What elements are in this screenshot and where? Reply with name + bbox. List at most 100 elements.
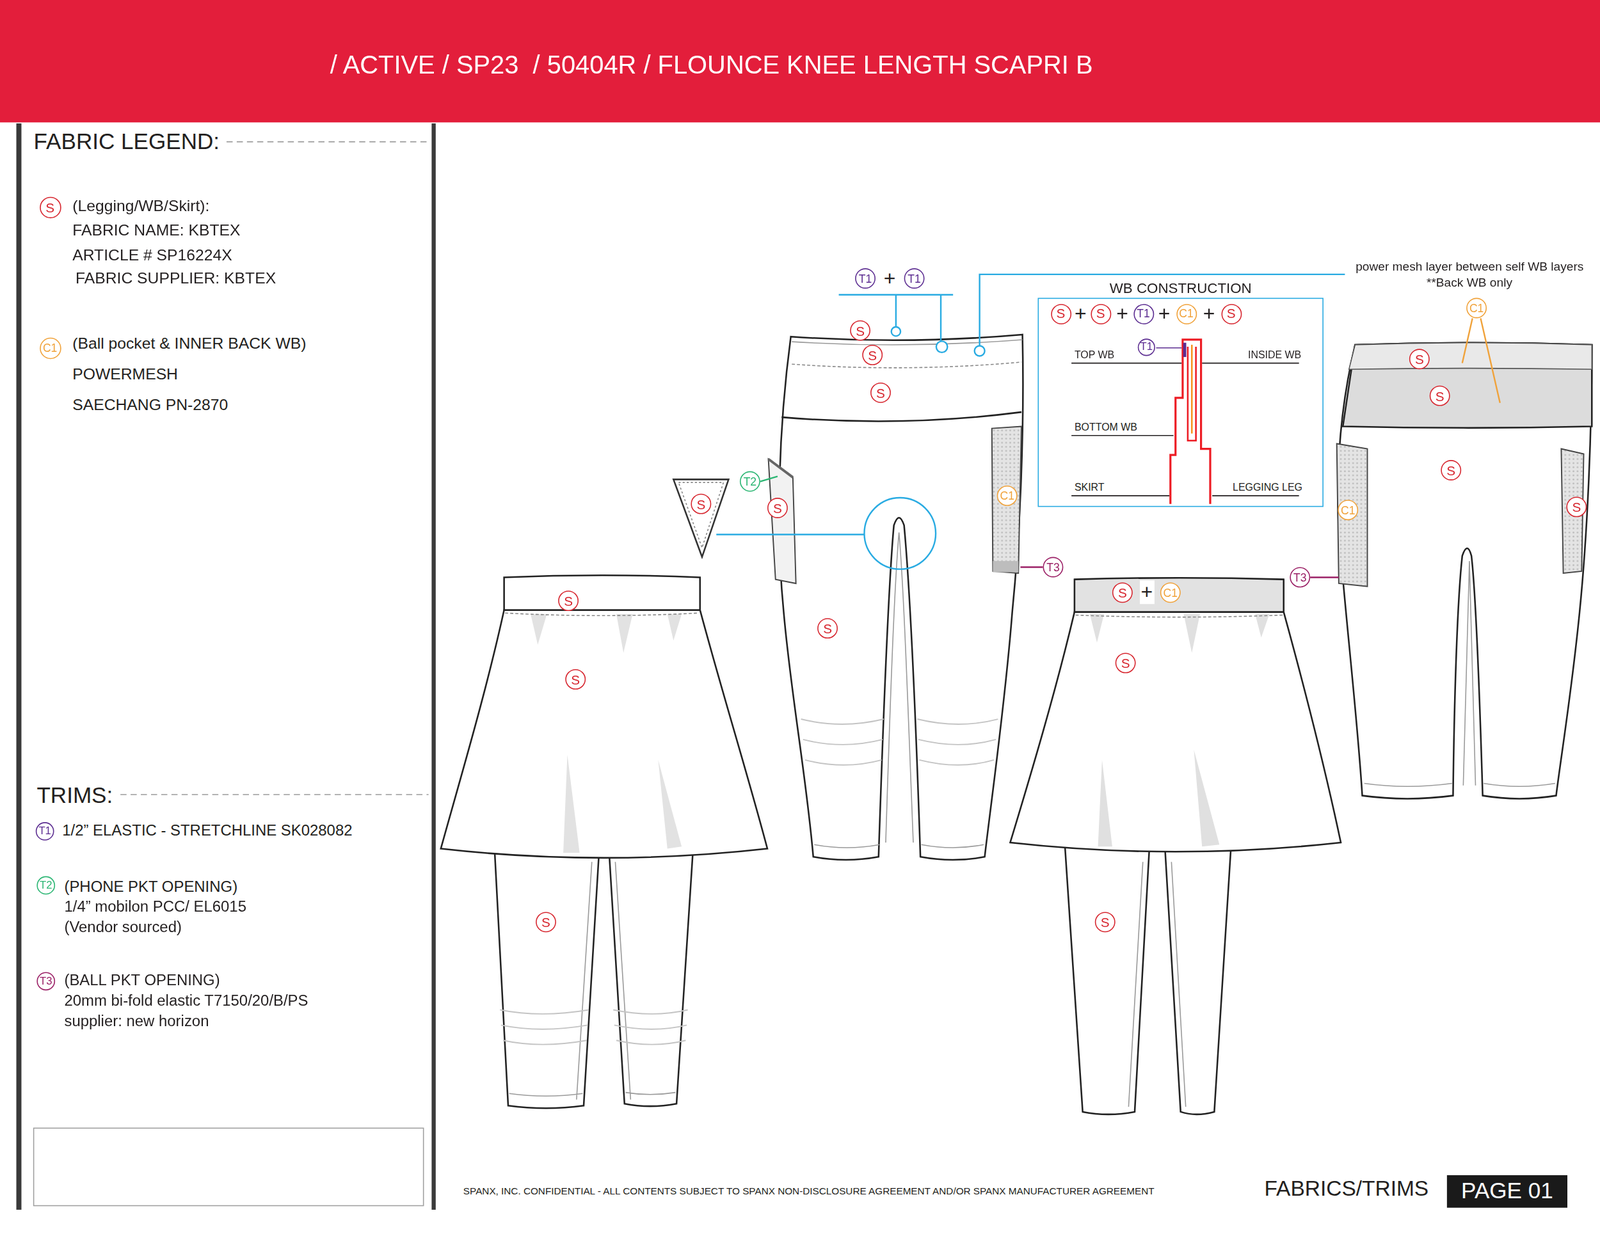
pocket-elastic [992,561,1019,573]
callout-symbol: S [1112,582,1133,603]
callout-code: S [855,323,865,338]
point-marker [974,346,985,357]
pocket-binding [768,458,793,478]
callout-code: C1 [999,490,1014,502]
leader-line [760,476,778,482]
callout-symbol: S [817,618,838,639]
callout-symbol: S [1050,303,1071,324]
callout-code: S [45,200,55,214]
stitch-line [791,362,1022,368]
callout-symbol: T2 [739,471,761,493]
trim-text: supplier: new horizon [63,1012,210,1031]
callout-symbol: S [1429,385,1451,407]
page-section: FABRICS/TRIMS [1263,1176,1430,1201]
callout-symbol: C1 [1176,303,1197,324]
callout-code: T1 [38,826,51,838]
callout-symbol: T1 [1133,303,1154,324]
callout-code: T3 [1046,561,1060,574]
ball-pocket [1336,444,1368,587]
callout-code: S [1571,500,1581,514]
panel-bar [16,123,22,1211]
callout-symbol: T1 [35,822,55,841]
stitch-line [791,339,1023,345]
legend-text: FABRIC NAME: KBTEX [71,221,242,240]
plus-sign: + [1157,302,1172,326]
box-heading: WB CONSTRUCTION [1038,279,1323,297]
callout-symbol: S [1409,348,1430,370]
callout-code: C1 [1340,504,1355,516]
trim-text: (BALL PKT OPENING) [63,971,221,990]
gusset-triangle: S [671,477,731,560]
callout-symbol: T3 [1289,567,1311,588]
knee-ruching [801,719,999,766]
legging-leg [1164,836,1232,1115]
callout-symbol: T1 [855,268,876,289]
leader-line [1020,566,1043,568]
stitch-line [1128,862,1186,1108]
callout-code: C1 [1469,302,1484,315]
callout-code: S [867,348,877,362]
leader-line [839,295,954,342]
knee-ruching [499,1009,688,1045]
detail-circle [864,497,936,570]
callout-code: S [1446,464,1456,478]
callout-code: S [1100,915,1110,930]
legend-text: (Legging/WB/Skirt): [71,197,211,216]
callout-symbol: C1 [1466,298,1487,319]
legend-text: SAECHANG PN-2870 [71,396,230,415]
legend-text: FABRIC SUPPLIER: KBTEX [74,269,277,288]
trim-text: (Vendor sourced) [63,918,184,937]
label-rule [1071,363,1300,496]
callout-code: S [773,501,783,516]
back-waistband [1342,343,1592,429]
construction-label: INSIDE WB [1246,348,1302,361]
callout-code: C1 [1163,587,1178,600]
callout-symbol: T2 [36,876,56,896]
skirt-panel [1009,612,1341,853]
callout-code: S [563,594,573,608]
callout-symbol: S [767,497,788,519]
callout-symbol: S [862,344,883,366]
plus-sign: + [1139,580,1154,605]
legend-text: ARTICLE # SP16224X [71,245,234,264]
callout-code: T3 [1293,572,1307,584]
skirt-shading [530,614,682,854]
waistband-seam [781,412,1022,422]
callout-symbol: T3 [1042,557,1064,578]
callout-code: T2 [39,880,52,892]
stitch-line [509,862,676,1100]
legging-leg [608,836,694,1107]
dashed-rule [226,141,427,143]
plus-sign: + [1201,302,1216,326]
callout-code: T3 [39,976,52,987]
callout-symbol: C1 [997,485,1018,507]
section-heading: TRIMS: [35,782,114,809]
gusset-stitch [678,482,724,548]
page-number-box: PAGE 01 [1447,1175,1568,1209]
callout-code: S [690,494,712,515]
sheet-title: / ACTIVE / SP23 / 50404R / FLOUNCE KNEE … [330,49,1094,80]
callout-code: S [570,673,580,687]
note: **Back WB only [1425,276,1513,291]
trim-text: 20mm bi-fold elastic T7150/20/B/PS [63,992,310,1010]
skirt-panel [440,609,768,858]
point-marker [936,341,948,353]
leader-line [1155,347,1182,349]
callout-symbol: T1 [904,268,925,289]
callout-symbol: C1 [1160,582,1181,603]
skirt-shading [1089,614,1270,848]
mesh-layer [1191,344,1193,434]
trim-text: 1/2” ELASTIC - STRETCHLINE SK028082 [61,821,354,840]
callout-code: S [823,622,832,636]
callout-code: S [1415,352,1424,367]
callout-symbol: S [558,590,579,612]
callout-symbol: S [1115,652,1136,674]
callout-code: S [1096,307,1106,321]
callout-symbol: C1 [1337,499,1359,521]
notes-box [33,1128,424,1206]
leader-line [979,274,1346,347]
waistband-top [1349,343,1592,370]
